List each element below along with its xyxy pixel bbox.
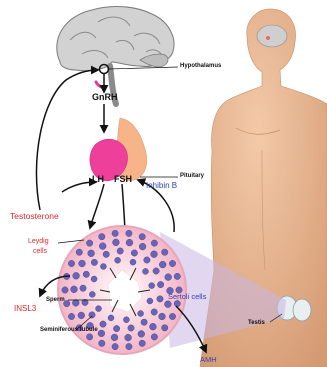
germ-cell [89,291,95,297]
germ-cell [100,264,106,270]
germ-cell [169,260,175,266]
seminiferous-tubule-cross-section [58,226,186,354]
germ-cell [88,250,95,257]
gnrh-label: GnRH [92,93,118,102]
germ-cell [139,340,145,346]
brain-icon [57,7,174,104]
germ-cell [112,230,118,236]
germ-cell [72,300,79,307]
germ-cell [149,283,155,289]
germ-cell [98,330,105,337]
germ-cell [86,334,92,340]
germ-cell [99,340,105,346]
germ-cell [159,313,166,320]
germ-cell [169,313,175,319]
germ-cell [126,239,133,246]
germ-cell [76,249,82,255]
germ-cell [162,325,168,331]
germ-cell [159,261,166,268]
germ-cell [151,251,158,258]
germ-cell [131,250,137,256]
germ-cell [150,323,157,330]
germ-cell [80,285,86,291]
germ-cell [165,301,172,308]
germ-cell [151,334,157,340]
germ-cell [103,251,109,257]
germ-cell [126,230,132,236]
germ-cell [141,319,147,325]
germ-cell [157,296,163,302]
germ-cell [165,274,172,281]
germ-cell [89,312,95,318]
germ-cell [108,315,114,321]
lh-label: LH [92,175,104,184]
insl3-label: INSL3 [14,305,36,313]
germ-cell [128,325,134,331]
germ-cell [62,287,68,293]
germ-cell [144,257,150,263]
germ-cell [151,240,157,246]
germ-cell [139,243,146,250]
germ-cell [83,271,89,277]
germ-cell [113,239,120,246]
germ-cell [117,248,123,254]
germ-cell [112,343,118,349]
germ-cell [174,273,180,279]
germ-cell [100,321,106,327]
sertoli-cells-label: Sertoli cells [168,293,206,301]
testosterone-label: Testosterone [10,212,59,221]
germ-cell [73,272,80,279]
inhibin-b-label: Inhibin B [146,182,177,190]
testis-label: Testis [248,320,265,326]
pituitary-label: Pituitary [180,173,204,179]
germ-cell [153,268,159,274]
germ-cell [147,298,153,304]
hypothalamus-label: Hypothalamus [180,63,221,69]
germ-cell [174,300,180,306]
leydig-cells-label-line2: cells [33,248,47,255]
germ-cell [138,311,144,317]
germ-cell [125,334,132,341]
germ-cell [151,309,157,315]
germ-cell [138,331,145,338]
germ-cell [162,249,168,255]
germ-cell [99,243,106,250]
germ-cell [91,259,97,265]
germ-cell [123,317,129,323]
germ-cell [86,240,92,246]
germ-cell [99,234,105,240]
germ-cell [157,281,163,287]
germ-cell [113,325,119,331]
leydig-cells-label-line1: Leydig [28,238,49,245]
germ-cell [68,313,74,319]
head-brain-icon [257,25,287,47]
germ-cell [115,257,121,263]
germ-cell [126,343,132,349]
germ-cell [130,259,136,265]
germ-cell [68,260,74,266]
germ-cell [111,334,118,341]
germ-cell [71,286,78,293]
germ-cell [96,306,102,312]
sperm-label: Sperm [46,297,65,303]
germ-cell [91,276,97,282]
germ-cell [139,234,145,240]
seminiferous-tubule-label: Seminiferous tubule [40,327,98,333]
germ-cell [78,312,85,319]
amh-label: AMH [200,356,217,364]
pituitary-gland [90,118,147,181]
germ-cell [143,268,149,274]
germ-cell [79,260,86,267]
fsh-label: FSH [114,175,132,184]
